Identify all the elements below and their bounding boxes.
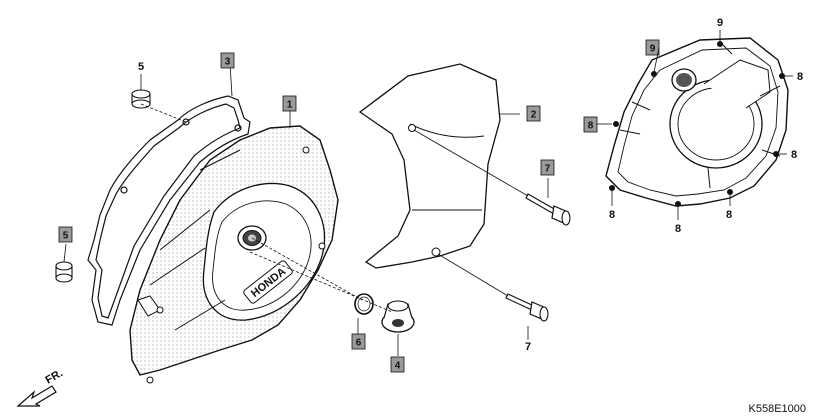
svg-text:8: 8	[588, 121, 594, 132]
svg-text:4: 4	[395, 361, 401, 372]
callout-box-6: 6	[351, 333, 366, 350]
callout-box-9: 9	[645, 39, 660, 56]
callout-box-3: 3	[220, 52, 235, 69]
svg-text:5: 5	[63, 231, 69, 242]
dowel-pin-upper	[131, 89, 151, 109]
flange-bolt-upper	[525, 193, 571, 226]
gasket	[87, 95, 251, 326]
callout-8-c: 8	[609, 209, 615, 221]
callout-box-7: 7	[540, 159, 555, 176]
callout-box-2: 2	[526, 105, 541, 122]
o-ring	[354, 293, 374, 315]
cover-rear-view	[605, 37, 789, 207]
flange-bolt-lower	[505, 293, 549, 322]
callout-box-4: 4	[390, 356, 405, 373]
callout-7: 7	[525, 341, 531, 353]
callout-5: 5	[138, 61, 144, 73]
dowel-pin-lower	[55, 261, 73, 283]
svg-text:7: 7	[545, 164, 551, 175]
front-direction-arrow: FR.	[16, 367, 65, 407]
leader-lines	[63, 63, 549, 356]
callout-8-e: 8	[726, 209, 732, 221]
callout-8-d: 8	[675, 223, 681, 235]
left-crankcase-cover: HONDA	[129, 125, 339, 384]
svg-text:1: 1	[287, 100, 293, 111]
callout-box-1: 1	[282, 95, 297, 112]
callout-8-a: 8	[797, 71, 803, 83]
svg-text:FR.: FR.	[44, 367, 65, 386]
diagram-code: K558E1000	[749, 403, 807, 415]
rear-leaders	[611, 30, 793, 220]
callout-box-8: 8	[583, 116, 612, 133]
callout-8-b: 8	[791, 149, 797, 161]
svg-text:6: 6	[356, 338, 362, 349]
filler-plug	[381, 300, 415, 333]
callout-9: 9	[717, 17, 723, 29]
callout-box-5: 5	[58, 226, 73, 243]
svg-text:2: 2	[531, 110, 537, 121]
svg-text:9: 9	[650, 44, 656, 55]
cover-panel	[358, 63, 501, 269]
svg-text:3: 3	[225, 57, 231, 68]
